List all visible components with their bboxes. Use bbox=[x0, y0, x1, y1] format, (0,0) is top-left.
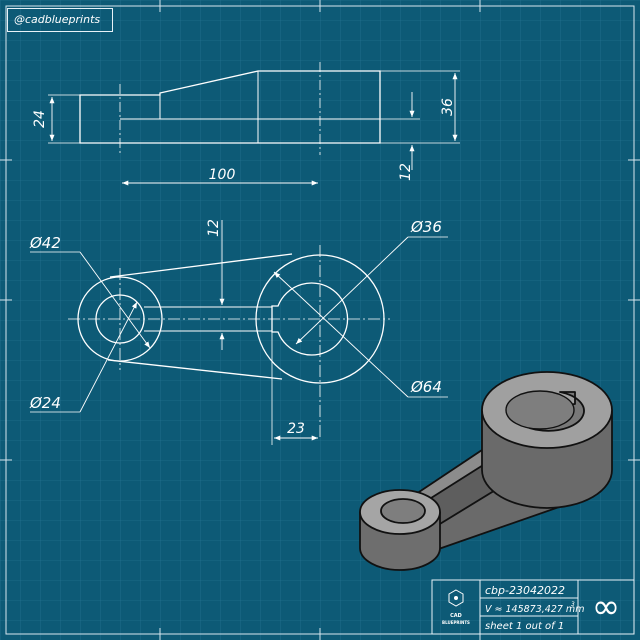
title-block bbox=[431, 579, 635, 635]
dia24-label: Ø24 bbox=[29, 394, 61, 412]
dim-12-side-label: 12 bbox=[398, 163, 414, 181]
handle-label: @cadblueprints bbox=[7, 8, 113, 32]
dim-36-label: 36 bbox=[440, 98, 456, 116]
infinity-symbol-icon: ∞ bbox=[592, 587, 620, 627]
volume-unit-sup: 3 bbox=[571, 601, 575, 608]
logo-hex-icon bbox=[448, 589, 464, 607]
dim-12-top-label: 12 bbox=[206, 219, 222, 237]
logo-text-1: CAD bbox=[450, 613, 462, 619]
dia42-label: Ø42 bbox=[29, 234, 61, 252]
dia24-leader bbox=[79, 301, 138, 413]
dia36-label: Ø36 bbox=[410, 218, 442, 236]
dim-24-label: 24 bbox=[32, 110, 48, 128]
isometric-part bbox=[359, 371, 613, 571]
dia36-leader bbox=[295, 236, 409, 345]
drawing-id: cbp-23042022 bbox=[485, 584, 565, 597]
logo-text-2: BLUEPRINTS bbox=[442, 620, 470, 625]
arm-bottom-edge bbox=[107, 359, 283, 380]
title-block-frame bbox=[431, 579, 635, 635]
large-boss-bore-keyway bbox=[271, 282, 349, 356]
dim-23-label: 23 bbox=[287, 421, 305, 437]
side-view bbox=[48, 62, 460, 186]
arm-top-edge bbox=[109, 253, 293, 278]
large-boss-bore-top bbox=[505, 390, 575, 430]
small-boss-hole bbox=[380, 498, 426, 524]
volume-text: V ≈ 145873,427 mm bbox=[485, 604, 584, 615]
dia64-leader bbox=[273, 271, 409, 398]
dim-100-label: 100 bbox=[209, 167, 236, 183]
top-view bbox=[30, 220, 448, 445]
sheet-text: sheet 1 out of 1 bbox=[485, 621, 564, 632]
dia42-leader bbox=[79, 251, 151, 349]
dia64-label: Ø64 bbox=[410, 378, 442, 396]
side-view-outline bbox=[79, 70, 381, 144]
